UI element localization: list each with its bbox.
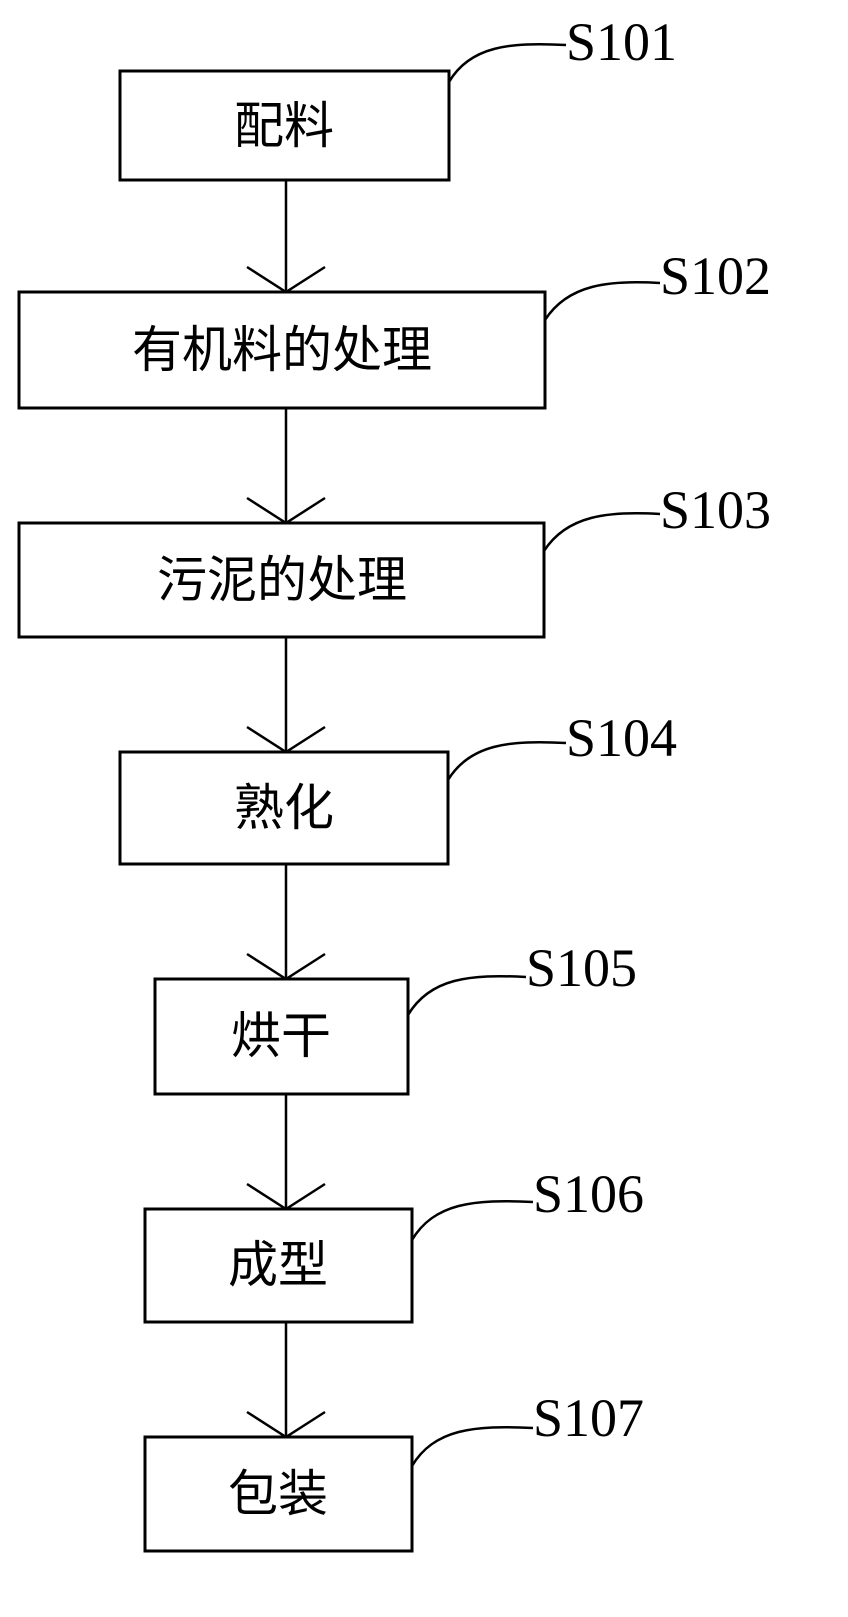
connector-s101-s102 (246, 180, 326, 294)
step-code: S101 (566, 12, 677, 72)
step-box (17, 521, 546, 639)
step-code: S104 (566, 708, 677, 768)
step-s105: 烘干 S105 (153, 938, 637, 1096)
step-code-leader (410, 1199, 534, 1241)
step-code-leader (447, 42, 567, 83)
step-box (143, 1207, 414, 1324)
step-label: 配料 (234, 97, 334, 155)
step-label: 有机料的处理 (132, 321, 432, 379)
step-box (143, 1435, 414, 1553)
step-box (17, 290, 547, 410)
step-box (153, 977, 410, 1096)
step-code-leader (543, 280, 661, 321)
step-label: 包装 (228, 1465, 328, 1523)
step-code: S102 (660, 246, 771, 306)
step-s101: 配料 S101 (118, 12, 677, 182)
step-code-leader (410, 1425, 534, 1467)
connector-s103-s104 (246, 637, 326, 754)
step-label: 烘干 (231, 1007, 331, 1065)
step-code: S105 (526, 938, 637, 998)
step-code: S106 (533, 1164, 644, 1224)
step-code: S103 (660, 480, 771, 540)
step-s103: 污泥的处理 S103 (17, 480, 771, 639)
step-code-leader (542, 511, 661, 552)
connector-s104-s105 (246, 864, 326, 981)
step-s104: 熟化 S104 (118, 708, 677, 866)
connector-s102-s103 (246, 408, 326, 525)
step-label: 成型 (228, 1236, 328, 1294)
step-code-leader (406, 974, 527, 1016)
step-label: 熟化 (234, 779, 334, 837)
step-box (118, 750, 450, 866)
connector-s105-s106 (246, 1094, 326, 1211)
step-code-leader (446, 740, 567, 781)
connector-s106-s107 (246, 1322, 326, 1439)
step-code: S107 (533, 1388, 644, 1448)
step-s106: 成型 S106 (143, 1164, 644, 1324)
step-s102: 有机料的处理 S102 (17, 246, 771, 410)
step-box (118, 69, 451, 182)
step-label: 污泥的处理 (157, 551, 407, 609)
step-s107: 包装 S107 (143, 1388, 644, 1553)
